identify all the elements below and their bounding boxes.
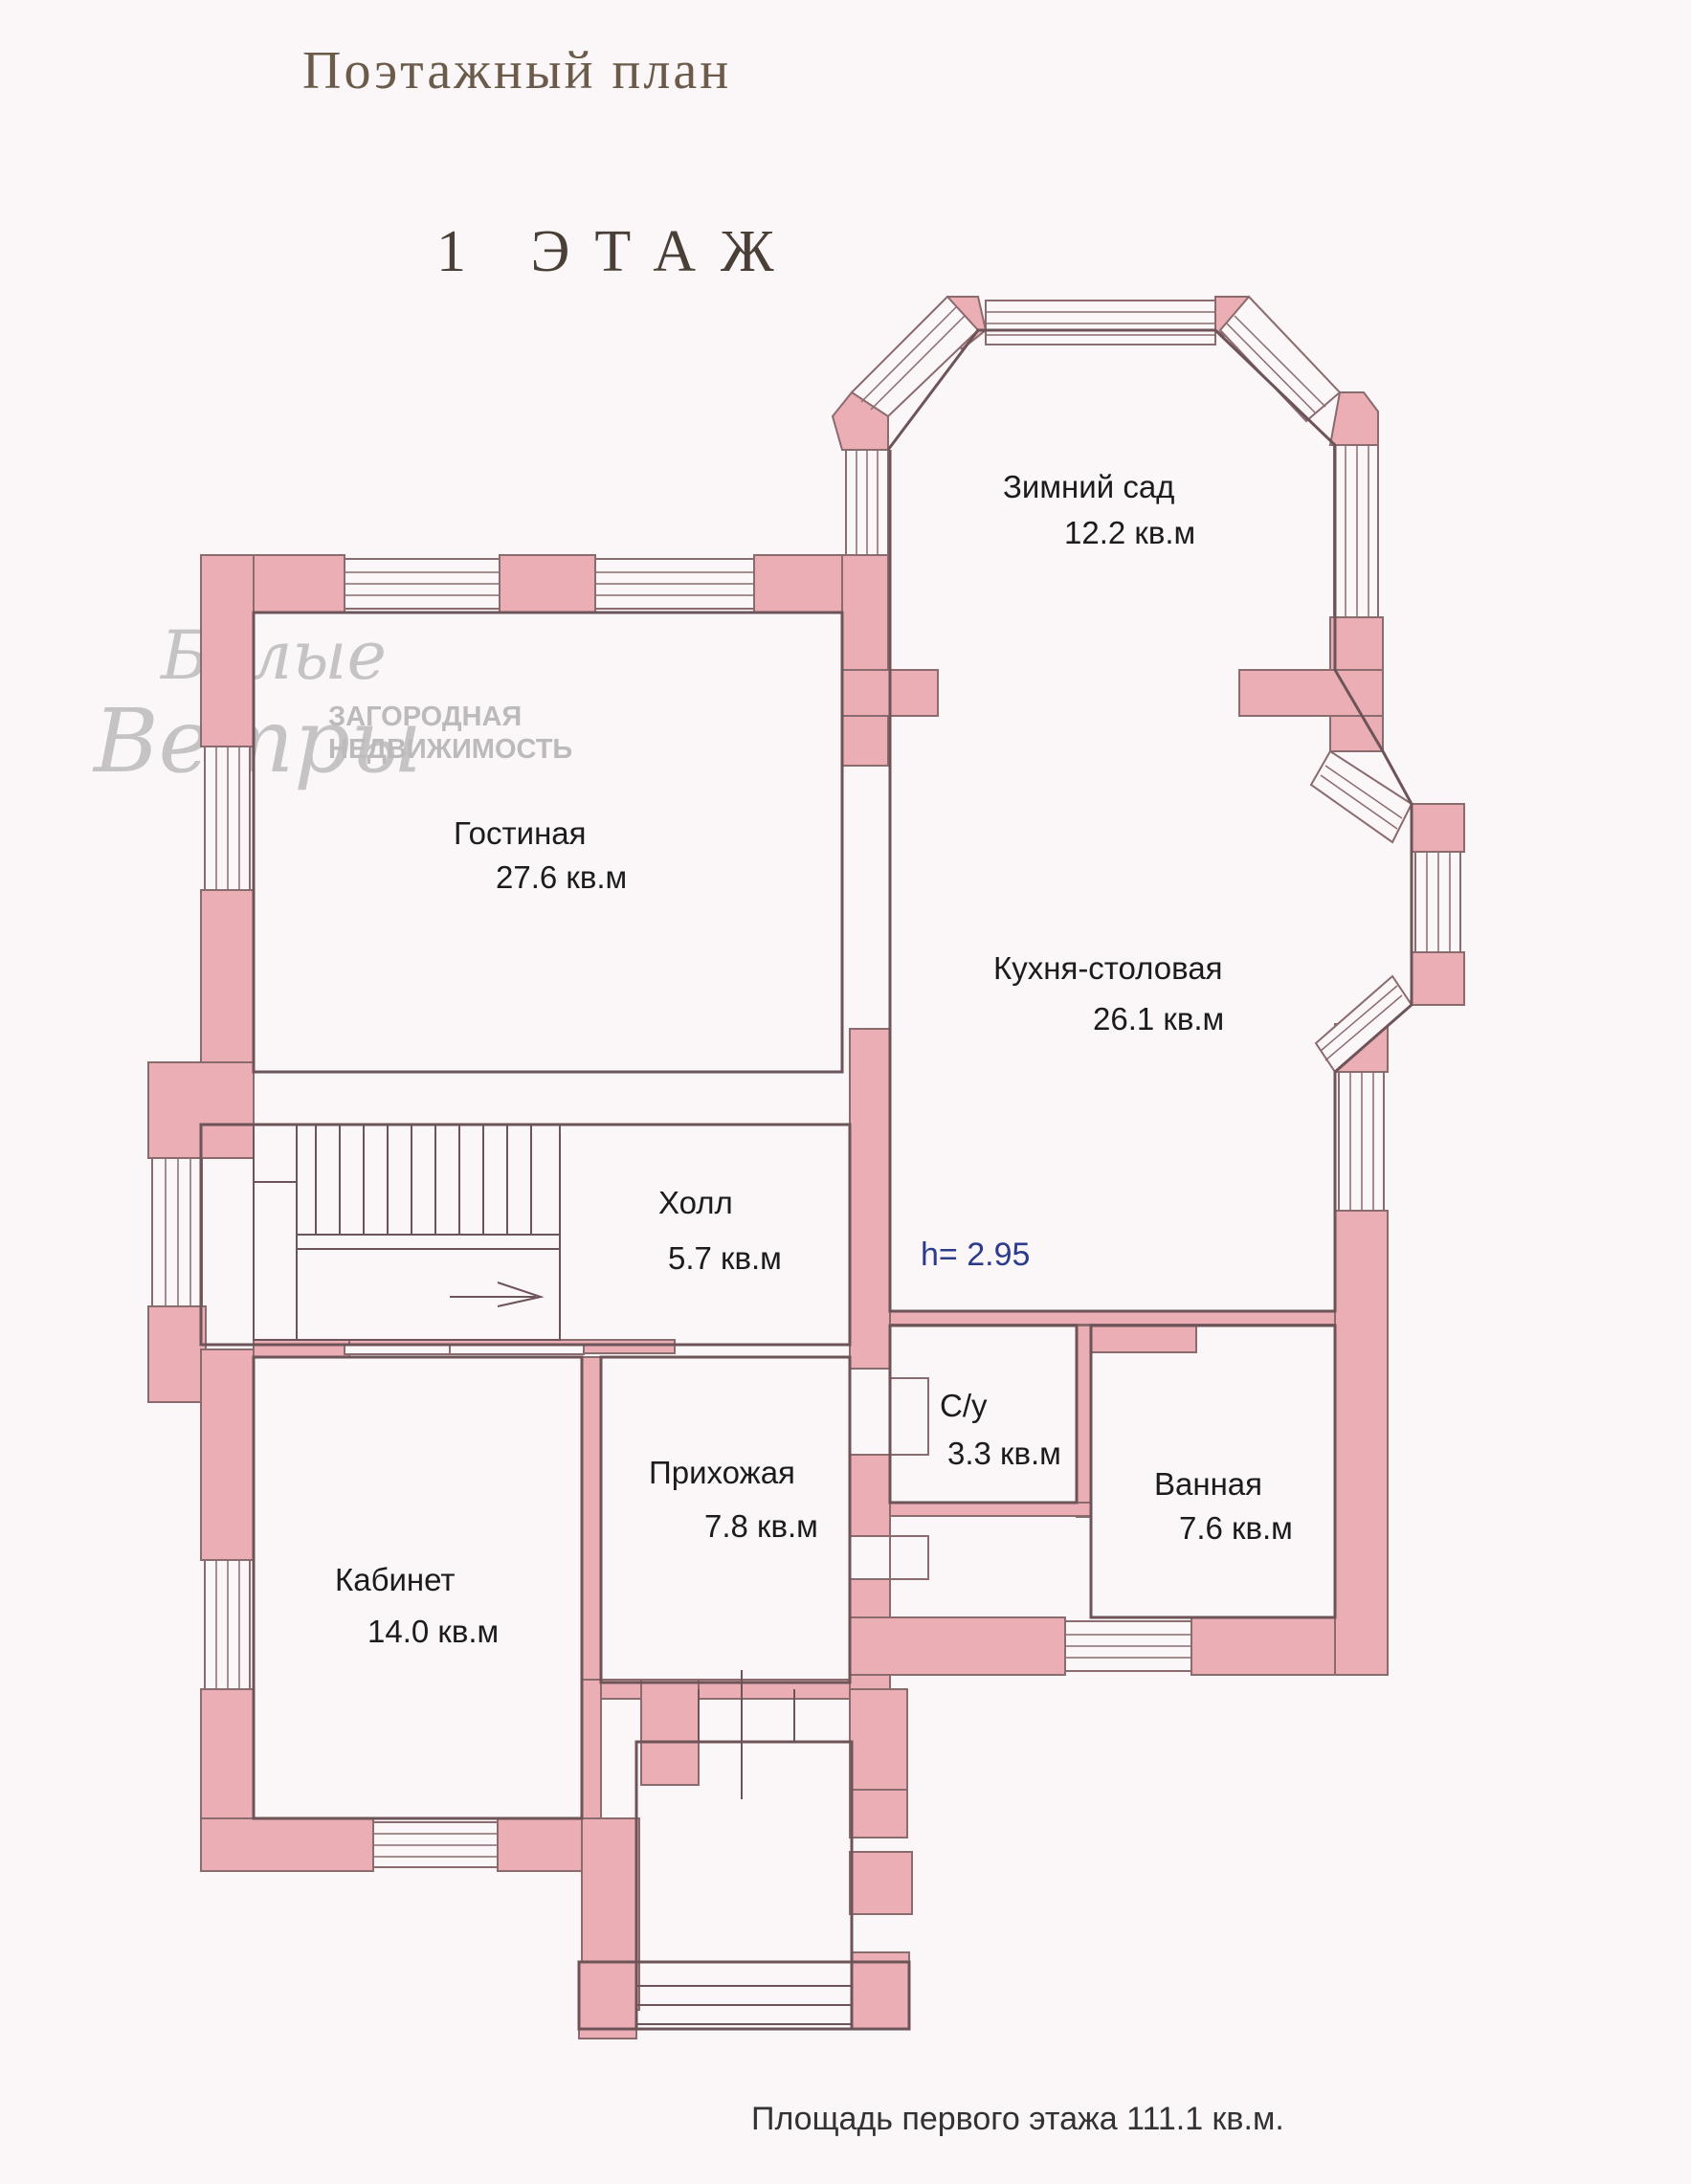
wall-segment — [841, 554, 889, 767]
floor-title: 1 ЭТАЖ — [436, 219, 799, 284]
wall-segment — [581, 1356, 602, 1688]
watermark-logo: Белые Ветры ЗАГОРОДНАЯ НЕДВИЖИМОСТЬ — [56, 613, 591, 792]
wall-segment — [499, 554, 596, 613]
logo-sub1: ЗАГОРОДНАЯ — [328, 702, 523, 732]
room-outlines — [199, 328, 1413, 2031]
hatch-line — [1324, 765, 1403, 819]
porch-step-outline — [577, 1960, 911, 2031]
wall-segment — [200, 1817, 374, 1872]
bath-area: 7.6 кв.м — [1179, 1510, 1293, 1546]
window — [985, 300, 1216, 345]
wc-area: 3.3 кв.м — [947, 1436, 1061, 1471]
porch-steps — [636, 1670, 852, 2025]
window — [889, 1535, 929, 1580]
study-area: 14.0 кв.м — [367, 1614, 499, 1649]
winter-garden-name: Зимний сад — [1003, 469, 1174, 504]
hatch-line — [870, 315, 966, 411]
hatch-line — [1234, 315, 1326, 408]
wall-segment — [200, 554, 255, 747]
hatch-line — [1226, 323, 1317, 414]
hatch-line — [1320, 774, 1398, 830]
wall-segment — [1076, 1325, 1092, 1518]
wall-segment — [1334, 1210, 1389, 1676]
wall-segment — [253, 1339, 350, 1358]
stairs-box — [253, 1124, 561, 1341]
study-outline — [252, 1355, 584, 1820]
logo-script: Белые Ветры — [94, 613, 423, 792]
stair-arrow-head — [497, 1281, 545, 1307]
wall-segment — [497, 1817, 585, 1872]
kitchen-area: 26.1 кв.м — [1093, 1001, 1224, 1036]
bath-name: Ванная — [1154, 1466, 1262, 1502]
wall-corner — [1328, 391, 1379, 446]
bath-outline — [1089, 1324, 1337, 1619]
kitchen-name: Кухня-столовая — [993, 950, 1223, 986]
wall-segment — [147, 1305, 207, 1403]
wall-segment — [200, 1348, 255, 1561]
logo-line1: Белые — [161, 616, 387, 695]
hall-area: 5.7 кв.м — [668, 1240, 782, 1276]
hatch-line — [860, 305, 958, 403]
wall-segment — [889, 1502, 1092, 1517]
wc-name: С/у — [940, 1388, 988, 1423]
living-name: Гостиная — [454, 815, 587, 851]
window-hatching — [165, 311, 1451, 1858]
hatch-line — [1324, 994, 1403, 1061]
ceiling-height: h= 2.95 — [921, 1237, 1030, 1273]
study-name: Кабинет — [335, 1562, 456, 1597]
hall-name: Холл — [658, 1185, 733, 1220]
logo-subtitle: ЗАГОРОДНАЯ НЕДВИЖИМОСТЬ — [328, 701, 572, 766]
logo-sub2: НЕДВИЖИМОСТЬ — [328, 734, 573, 765]
kitchen-outline — [886, 328, 1413, 1313]
entry-outline — [599, 1355, 852, 1684]
plan-title: Поэтажный план — [302, 41, 732, 100]
wall-segment — [849, 1454, 891, 1537]
entry-area: 7.8 кв.м — [704, 1508, 818, 1544]
wall-segment — [1411, 951, 1465, 1006]
wall-segment — [640, 1679, 700, 1786]
wall-segment — [1090, 1325, 1197, 1353]
hatch-line — [1320, 985, 1398, 1052]
wall-segment — [851, 1951, 910, 2030]
total-area: Площадь первого этажа 111.1 кв.м. — [751, 2101, 1284, 2137]
wall-segment — [578, 1961, 637, 2039]
living-area: 27.6 кв.м — [496, 859, 627, 895]
wall-segment — [849, 1789, 908, 1839]
wall-segment — [889, 1310, 1341, 1326]
wall-segment — [849, 1851, 913, 1915]
wall-segment — [200, 889, 255, 1063]
wall-segment — [849, 1028, 891, 1370]
window — [889, 1377, 929, 1456]
window-diagonal — [1218, 295, 1342, 423]
entry-name: Прихожая — [649, 1455, 795, 1490]
staircase — [253, 1124, 561, 1341]
window-diagonal — [1309, 749, 1413, 844]
window — [1333, 444, 1379, 618]
winter-garden-area: 12.2 кв.м — [1064, 515, 1195, 550]
wc-outline — [888, 1324, 1079, 1504]
logo-line2: Ветры — [94, 690, 423, 792]
wall-segment — [849, 1616, 1066, 1676]
wall-segment — [1411, 803, 1465, 853]
wall-segment — [1238, 669, 1384, 717]
diagonal-hatching — [860, 305, 1403, 1061]
living-outline — [252, 611, 844, 1074]
window — [151, 1157, 203, 1307]
